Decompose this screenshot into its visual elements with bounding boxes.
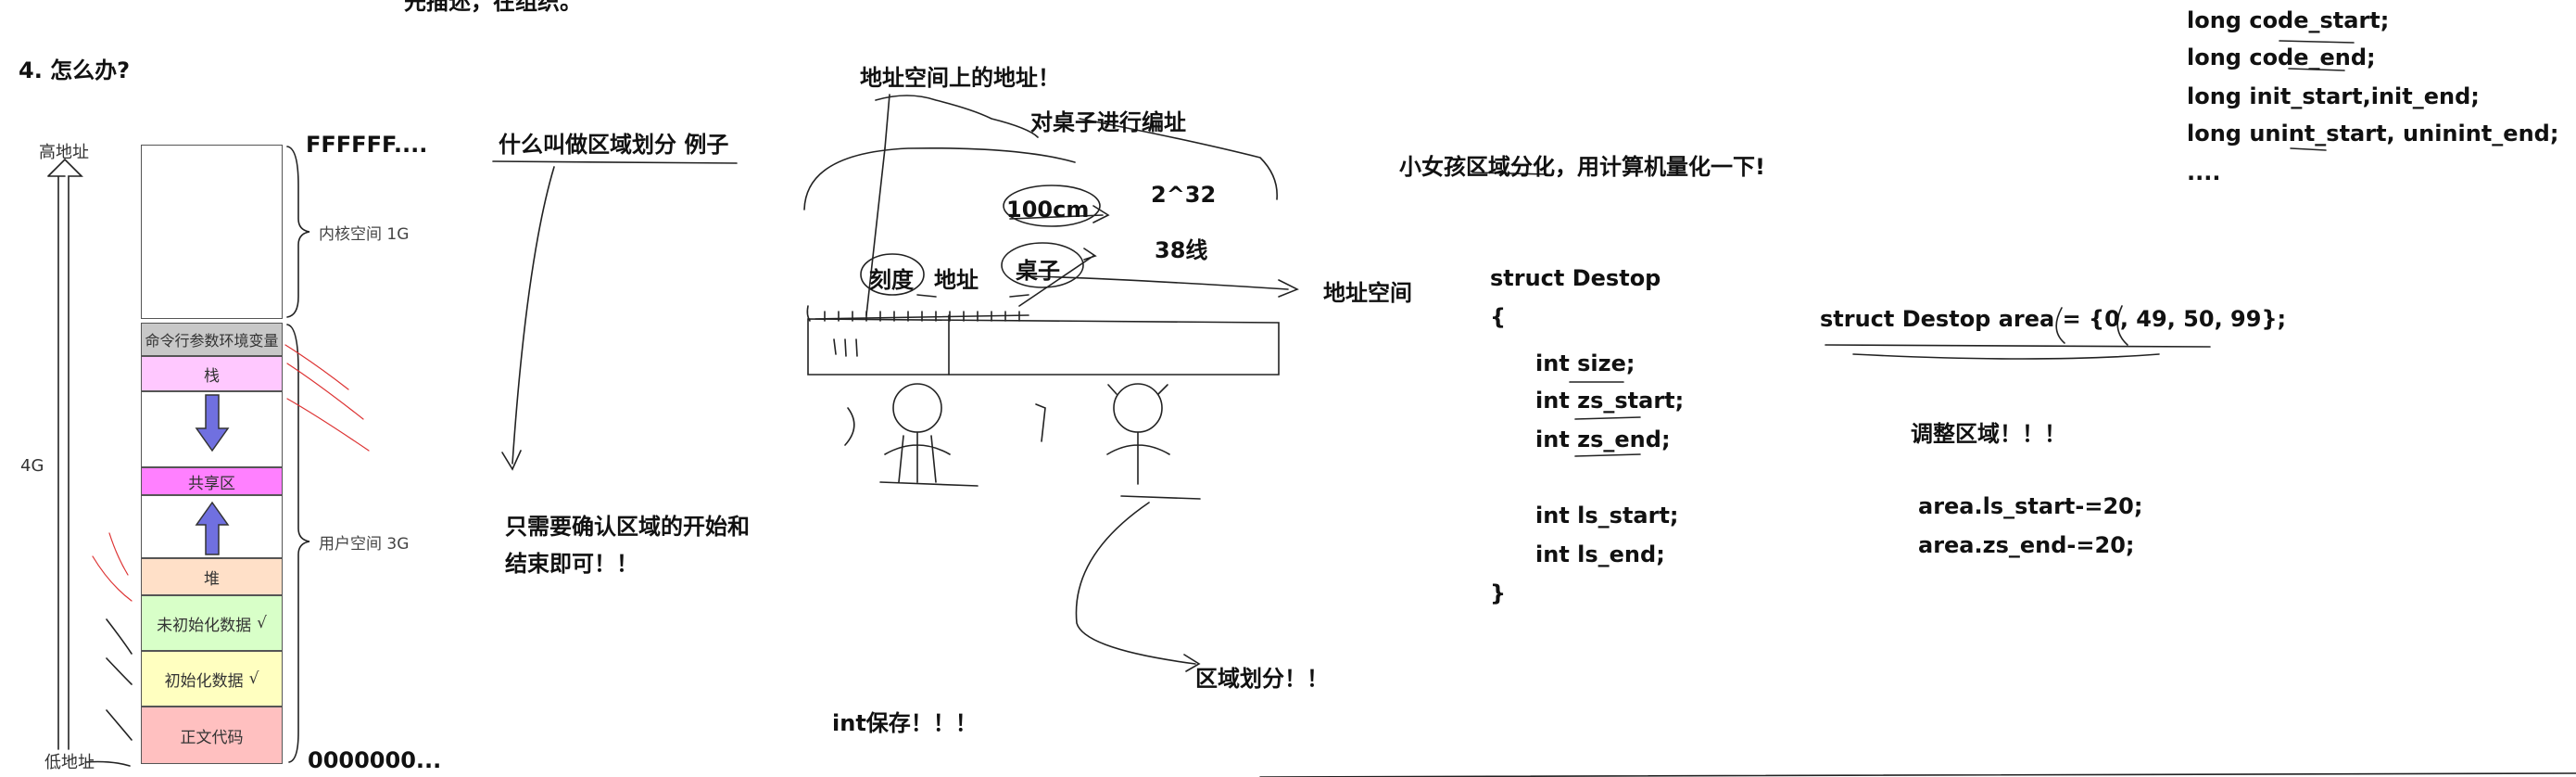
data-check: √	[248, 669, 259, 688]
power-label: 2^32	[1151, 182, 1217, 208]
number-desk-note: 对桌子进行编址	[1030, 109, 1186, 135]
struct-close-brace: }	[1490, 580, 1507, 606]
heap-grow-up-arrow	[195, 501, 230, 555]
kernel-space-label: 内核空间 1G	[319, 225, 410, 244]
cmdline-env-block: 命令行参数环境变量	[141, 323, 283, 356]
adjust-note: 调整区域！！！	[1911, 421, 2066, 447]
address-label: 地址	[934, 267, 979, 293]
struct-field: int ls_start;	[1535, 503, 1679, 529]
ruler-bar	[807, 318, 1280, 376]
confirm-line-2: 结束即可！！	[505, 551, 638, 577]
struct-open-brace: {	[1490, 304, 1507, 330]
bss-check: √	[257, 614, 267, 632]
init-statement: struct Destop area = {0, 49, 50, 99};	[1820, 306, 2287, 332]
address-space-label: 地址空间	[1323, 280, 1412, 306]
kernel-space-block	[141, 145, 283, 319]
struct-field: int zs_start;	[1535, 388, 1685, 414]
struct-field: int zs_end;	[1535, 427, 1671, 452]
top-clipped-text: 先描述，在组织。	[404, 0, 582, 15]
struct-field: int ls_end;	[1535, 541, 1665, 567]
stack-block: 栈	[141, 356, 283, 391]
scale-label: 刻度	[869, 267, 914, 293]
right-code-line: long code_start;	[2187, 7, 2390, 33]
region-question: 什么叫做区域划分 例子	[499, 132, 729, 158]
length-label: 100cm	[1006, 197, 1090, 223]
total-size-label: 4G	[20, 456, 44, 476]
low-address-label: 低地址	[44, 753, 95, 772]
heap-block: 堆	[141, 558, 283, 595]
data-block: 初始化数据 √	[141, 651, 283, 707]
text-block: 正文代码	[141, 707, 283, 764]
cmdline-env-label: 命令行参数环境变量	[145, 332, 279, 350]
stack-grow-down-arrow	[195, 394, 230, 452]
address-on-space-note: 地址空间上的地址！	[860, 65, 1060, 91]
shared-block: 共享区	[141, 467, 283, 495]
right-code-line: long init_start,init_end;	[2187, 83, 2480, 109]
stack-label: 栈	[204, 366, 220, 386]
int-save-label: int保存！！！	[832, 710, 978, 736]
right-code-line: long code_end;	[2187, 45, 2376, 70]
data-label: 初始化数据	[164, 671, 244, 691]
top-address: FFFFFF....	[306, 132, 428, 158]
user-brace	[286, 324, 310, 763]
girl-quantify-note: 小女孩区域分化，用计算机量化一下!	[1399, 154, 1765, 180]
shared-label: 共享区	[188, 474, 235, 493]
bottom-address: 0000000...	[308, 747, 442, 773]
struct-field: int size;	[1535, 350, 1635, 376]
down-arrow	[501, 166, 555, 471]
section-title: 4. 怎么办?	[19, 57, 131, 83]
right-code-line: ....	[2187, 159, 2221, 185]
struct-head: struct Destop	[1490, 265, 1661, 291]
op-zs-end: area.zs_end-=20;	[1918, 532, 2135, 558]
heap-label: 堆	[204, 569, 220, 589]
bss-block: 未初始化数据 √	[141, 595, 283, 651]
text-label: 正文代码	[180, 728, 244, 747]
high-address-label: 高地址	[39, 143, 89, 162]
op-ls-start: area.ls_start-=20;	[1918, 493, 2143, 519]
kernel-brace	[286, 146, 310, 318]
bss-label: 未初始化数据	[157, 616, 252, 635]
right-code-line: long unint_start, uninint_end;	[2187, 121, 2559, 146]
confirm-line-1: 只需要确认区域的开始和	[505, 514, 750, 540]
lines38-label: 38线	[1155, 237, 1208, 263]
address-axis-arrow	[47, 158, 83, 750]
desk-label: 桌子	[1016, 258, 1060, 284]
user-space-label: 用户空间 3G	[319, 535, 410, 554]
region-division-label: 区域划分！！	[1195, 666, 1329, 692]
